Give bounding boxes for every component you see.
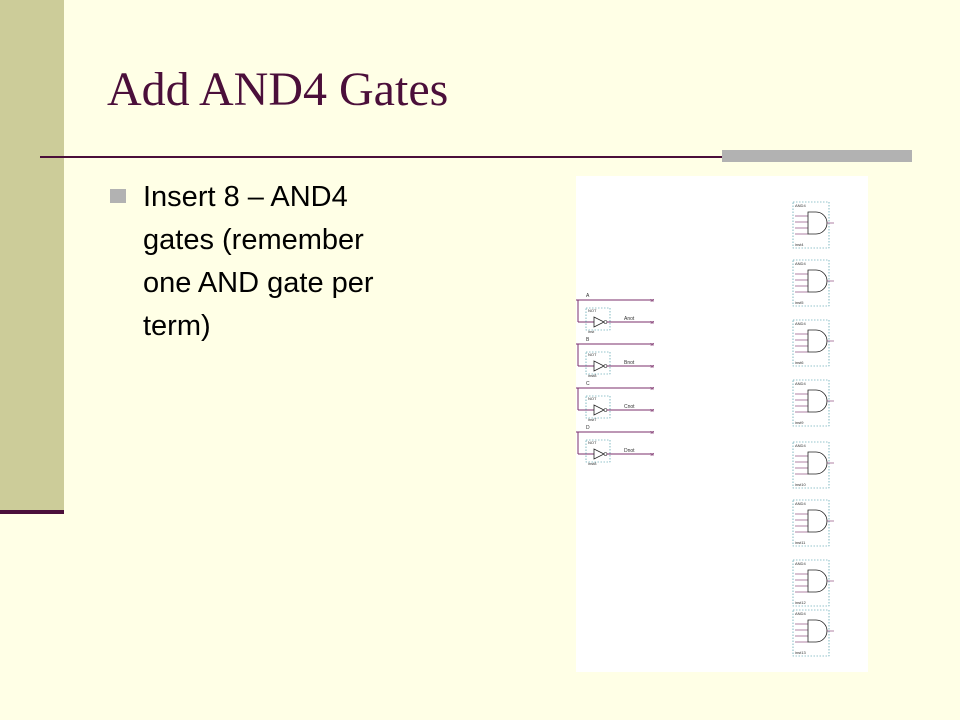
and4-gate-box [792, 319, 830, 367]
gate-inst-label: inst13 [795, 650, 806, 655]
inverter-bubble [603, 408, 608, 412]
inverter-icon [593, 360, 605, 372]
and4-gate-box [792, 499, 830, 547]
gate-type-label: AND4 [795, 203, 806, 208]
wire-end-mark: × [650, 408, 654, 415]
gate-type-label: AND4 [795, 443, 806, 448]
and-gate-icon [807, 619, 828, 643]
gate-inst-label: inst6 [795, 360, 804, 365]
input-name-label: B [586, 337, 590, 343]
inverter-icon [593, 404, 605, 416]
and-gate-icon [807, 329, 828, 353]
bullet-list: Insert 8 – AND4 gates (remember one AND … [110, 176, 410, 348]
gate-type-label: AND4 [795, 611, 806, 616]
and-gate-icon [807, 269, 828, 293]
and4-gate-box [792, 379, 830, 427]
and4-gate-box [792, 201, 830, 249]
output-wire-label: Cnot [624, 404, 635, 410]
inverter-inst-label: inst [588, 329, 595, 334]
and4-gate-box [792, 259, 830, 307]
input-name-label: C [586, 381, 590, 387]
gate-inst-label: inst9 [795, 420, 804, 425]
inverter-inst-label: inst8 [588, 461, 597, 466]
inverter-inst-label: inst7 [588, 417, 597, 422]
inverter-bubble [603, 452, 608, 456]
inverter-bubble [603, 320, 608, 324]
input-name-label: D [586, 425, 590, 431]
inverter-inst-label: inst8 [588, 373, 597, 378]
inverter-box [585, 351, 611, 375]
wire-end-mark: × [650, 364, 654, 371]
wire-end-mark: × [650, 320, 654, 327]
sidebar-underline [0, 510, 64, 514]
and-gate-icon [807, 509, 828, 533]
output-wire-label: Bnot [624, 360, 635, 366]
bullet-item: Insert 8 – AND4 gates (remember one AND … [110, 176, 410, 348]
output-wire-label: Anot [624, 316, 635, 322]
and-gate-icon [807, 389, 828, 413]
gate-type-label: AND4 [795, 261, 806, 266]
inverter-bubble [603, 364, 608, 368]
wire-end-mark: × [650, 342, 654, 349]
input-name-label: A [586, 293, 590, 299]
inverter-type-label: NOT [588, 308, 597, 313]
and-gate-icon [807, 211, 828, 235]
inverter-box [585, 439, 611, 463]
title-rule [40, 156, 912, 158]
gate-inst-label: inst5 [795, 300, 804, 305]
gate-inst-label: inst4 [795, 242, 804, 247]
wire-end-mark: × [650, 386, 654, 393]
and-gate-icon [807, 451, 828, 475]
inverter-type-label: NOT [588, 440, 597, 445]
gate-inst-label: inst10 [795, 482, 806, 487]
inverter-icon [593, 448, 605, 460]
bullet-text: Insert 8 – AND4 gates (remember one AND … [143, 181, 374, 342]
inverter-box [585, 395, 611, 419]
square-bullet-icon [110, 189, 126, 203]
inverter-type-label: NOT [588, 352, 597, 357]
sidebar-decoration [0, 0, 64, 512]
inverter-icon [593, 316, 605, 328]
inverter-type-label: NOT [588, 396, 597, 401]
wire-end-mark: × [650, 452, 654, 459]
and4-gate-box [792, 609, 830, 657]
slide-title: Add AND4 Gates [107, 63, 449, 116]
inverter-box [585, 307, 611, 331]
and4-gate-box [792, 559, 830, 607]
gate-inst-label: inst11 [795, 540, 806, 545]
and-gate-icon [807, 569, 828, 593]
wire-end-mark: × [650, 298, 654, 305]
gate-type-label: AND4 [795, 321, 806, 326]
wire-end-mark: × [650, 430, 654, 437]
and4-gate-box [792, 441, 830, 489]
gate-type-label: AND4 [795, 561, 806, 566]
title-rule-accent [722, 150, 912, 162]
gate-type-label: AND4 [795, 501, 806, 506]
gate-inst-label: inst12 [795, 600, 806, 605]
gate-type-label: AND4 [795, 381, 806, 386]
output-wire-label: Dnot [624, 448, 635, 454]
